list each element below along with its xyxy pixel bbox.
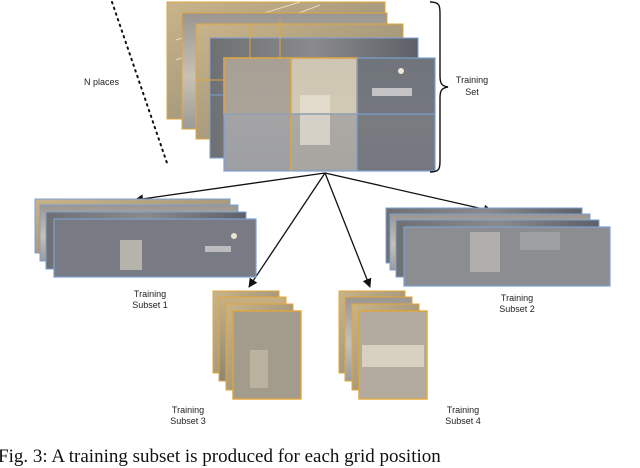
subset-1-label-line2: Subset 1 [132,300,168,310]
subset-4-label-line2: Subset 4 [445,416,481,426]
subset-2-label-line1: Training [501,293,533,303]
subset-1-label-line1: Training [134,289,166,299]
training-set-stack [167,2,435,171]
training-set-label-line2: Set [465,87,479,97]
subset-4-label-line1: Training [447,405,479,415]
subset-4-stack [339,291,427,399]
subset-3-label-line1: Training [172,405,204,415]
subset-2-label-line2: Subset 2 [499,304,535,314]
subset-1-stack [35,199,256,277]
subset-3-stack [213,291,301,399]
n-places-label: N places [84,77,120,87]
subset-3-label-line2: Subset 3 [170,416,206,426]
figure-caption: Fig. 3: A training subset is produced fo… [0,446,640,468]
subset-2-stack [386,208,610,286]
training-set-label-line1: Training [456,75,488,85]
n-places-dotted-line [112,2,168,166]
